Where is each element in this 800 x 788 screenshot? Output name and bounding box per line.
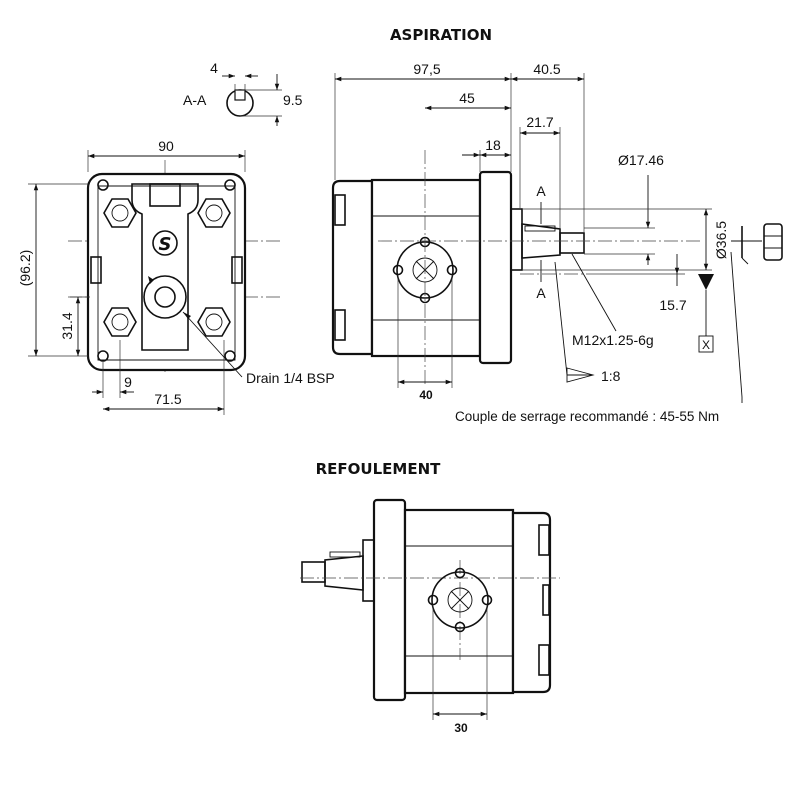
front-width-dim: 90 [158, 138, 174, 154]
front-view: S 90 (96.2) 31.4 9 71.5 Drain 1/4 [17, 138, 335, 415]
side-view: 97,5 40.5 45 21.7 18 40 A A Ø17 [331, 61, 783, 424]
side-flange-thickness-dim: 18 [485, 137, 501, 153]
front-bolt-br [197, 307, 231, 337]
section-a-a: A-A 4 9.5 [183, 60, 303, 126]
title-refoulement: REFOULEMENT [316, 460, 442, 478]
side-shaft-length-dim: 40.5 [533, 61, 560, 77]
thread-spec: M12x1.25-6g [572, 332, 654, 348]
bottom-view: 30 [300, 498, 560, 735]
section-mark-top: A [536, 183, 546, 199]
logo-icon: S [152, 230, 178, 256]
datum-label: X [702, 338, 710, 352]
bottom-port-bolt-spacing-dim: 30 [454, 721, 468, 735]
front-bolt-tl [103, 198, 137, 228]
title-aspiration: ASPIRATION [390, 26, 492, 44]
front-drain-offset-dim: 31.4 [59, 312, 75, 339]
section-key-width: 4 [210, 60, 218, 76]
front-bolt-spacing-dim: 71.5 [154, 391, 181, 407]
section-a-a-label: A-A [183, 92, 207, 108]
drain-label: Drain 1/4 BSP [246, 370, 335, 386]
torque-note: Couple de serrage recommandé : 45-55 Nm [455, 409, 719, 424]
section-key-height: 9.5 [283, 92, 303, 108]
pilot-diameter-dim: Ø36.5 [713, 221, 729, 259]
front-height-dim: (96.2) [17, 250, 33, 287]
nut-icon [731, 223, 783, 265]
logo-letter: S [159, 234, 172, 255]
front-small-offset-dim: 9 [124, 374, 132, 390]
key-length-dim: 15.7 [659, 297, 686, 313]
side-overall-length-dim: 97,5 [413, 61, 440, 77]
side-port-bolt-spacing-dim: 40 [419, 388, 433, 402]
taper-spec: 1:8 [601, 368, 621, 384]
side-shaft-extension-dim: 21.7 [526, 114, 553, 130]
front-bolt-tr [197, 198, 231, 228]
shaft-diameter-dim: Ø17.46 [618, 152, 664, 168]
front-bolt-bl [103, 307, 137, 337]
side-port-position-dim: 45 [459, 90, 475, 106]
section-mark-bottom: A [536, 285, 546, 301]
